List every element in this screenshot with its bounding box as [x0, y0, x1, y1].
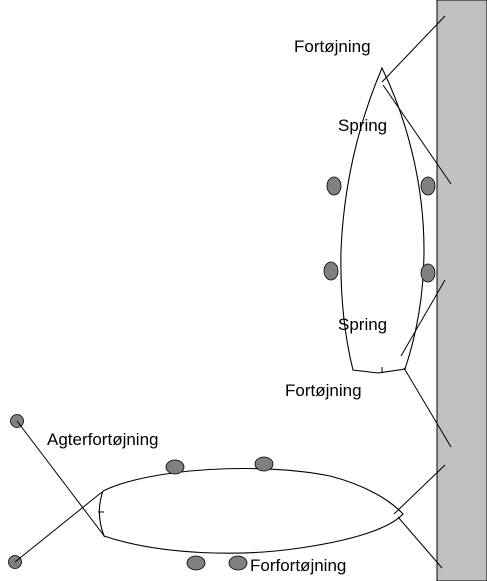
lower-stern-line-2	[14, 491, 103, 563]
upper-fender-2	[420, 176, 436, 196]
quay-wall	[436, 0, 487, 581]
lower-boat-hull	[98, 467, 404, 554]
upper-spring-line-2	[400, 279, 446, 357]
label-lower-bow-line: Forfortøjning	[250, 556, 346, 575]
label-upper-spring-2: Spring	[338, 315, 387, 334]
upper-fender-1	[326, 176, 342, 196]
lower-stern-line-1	[16, 420, 106, 538]
label-upper-bow-line: Fortøjning	[294, 37, 371, 56]
lower-fender-3	[186, 555, 206, 571]
upper-stern-line	[403, 367, 452, 448]
lower-bow-line-2	[397, 516, 443, 569]
upper-fender-3	[323, 261, 339, 281]
lower-fender-1	[165, 459, 185, 475]
upper-spring-line-1	[382, 84, 452, 185]
label-lower-stern-line: Agterfortøjning	[47, 430, 159, 449]
upper-fender-4	[420, 263, 436, 283]
upper-boat-hull	[340, 66, 425, 374]
label-upper-spring-1: Spring	[338, 116, 387, 135]
lower-fender-2	[254, 456, 274, 472]
upper-bow-line	[381, 15, 446, 83]
label-upper-stern-line: Fortøjning	[285, 381, 362, 400]
lower-bow-line-1	[393, 464, 446, 515]
lower-fender-4	[228, 555, 248, 571]
